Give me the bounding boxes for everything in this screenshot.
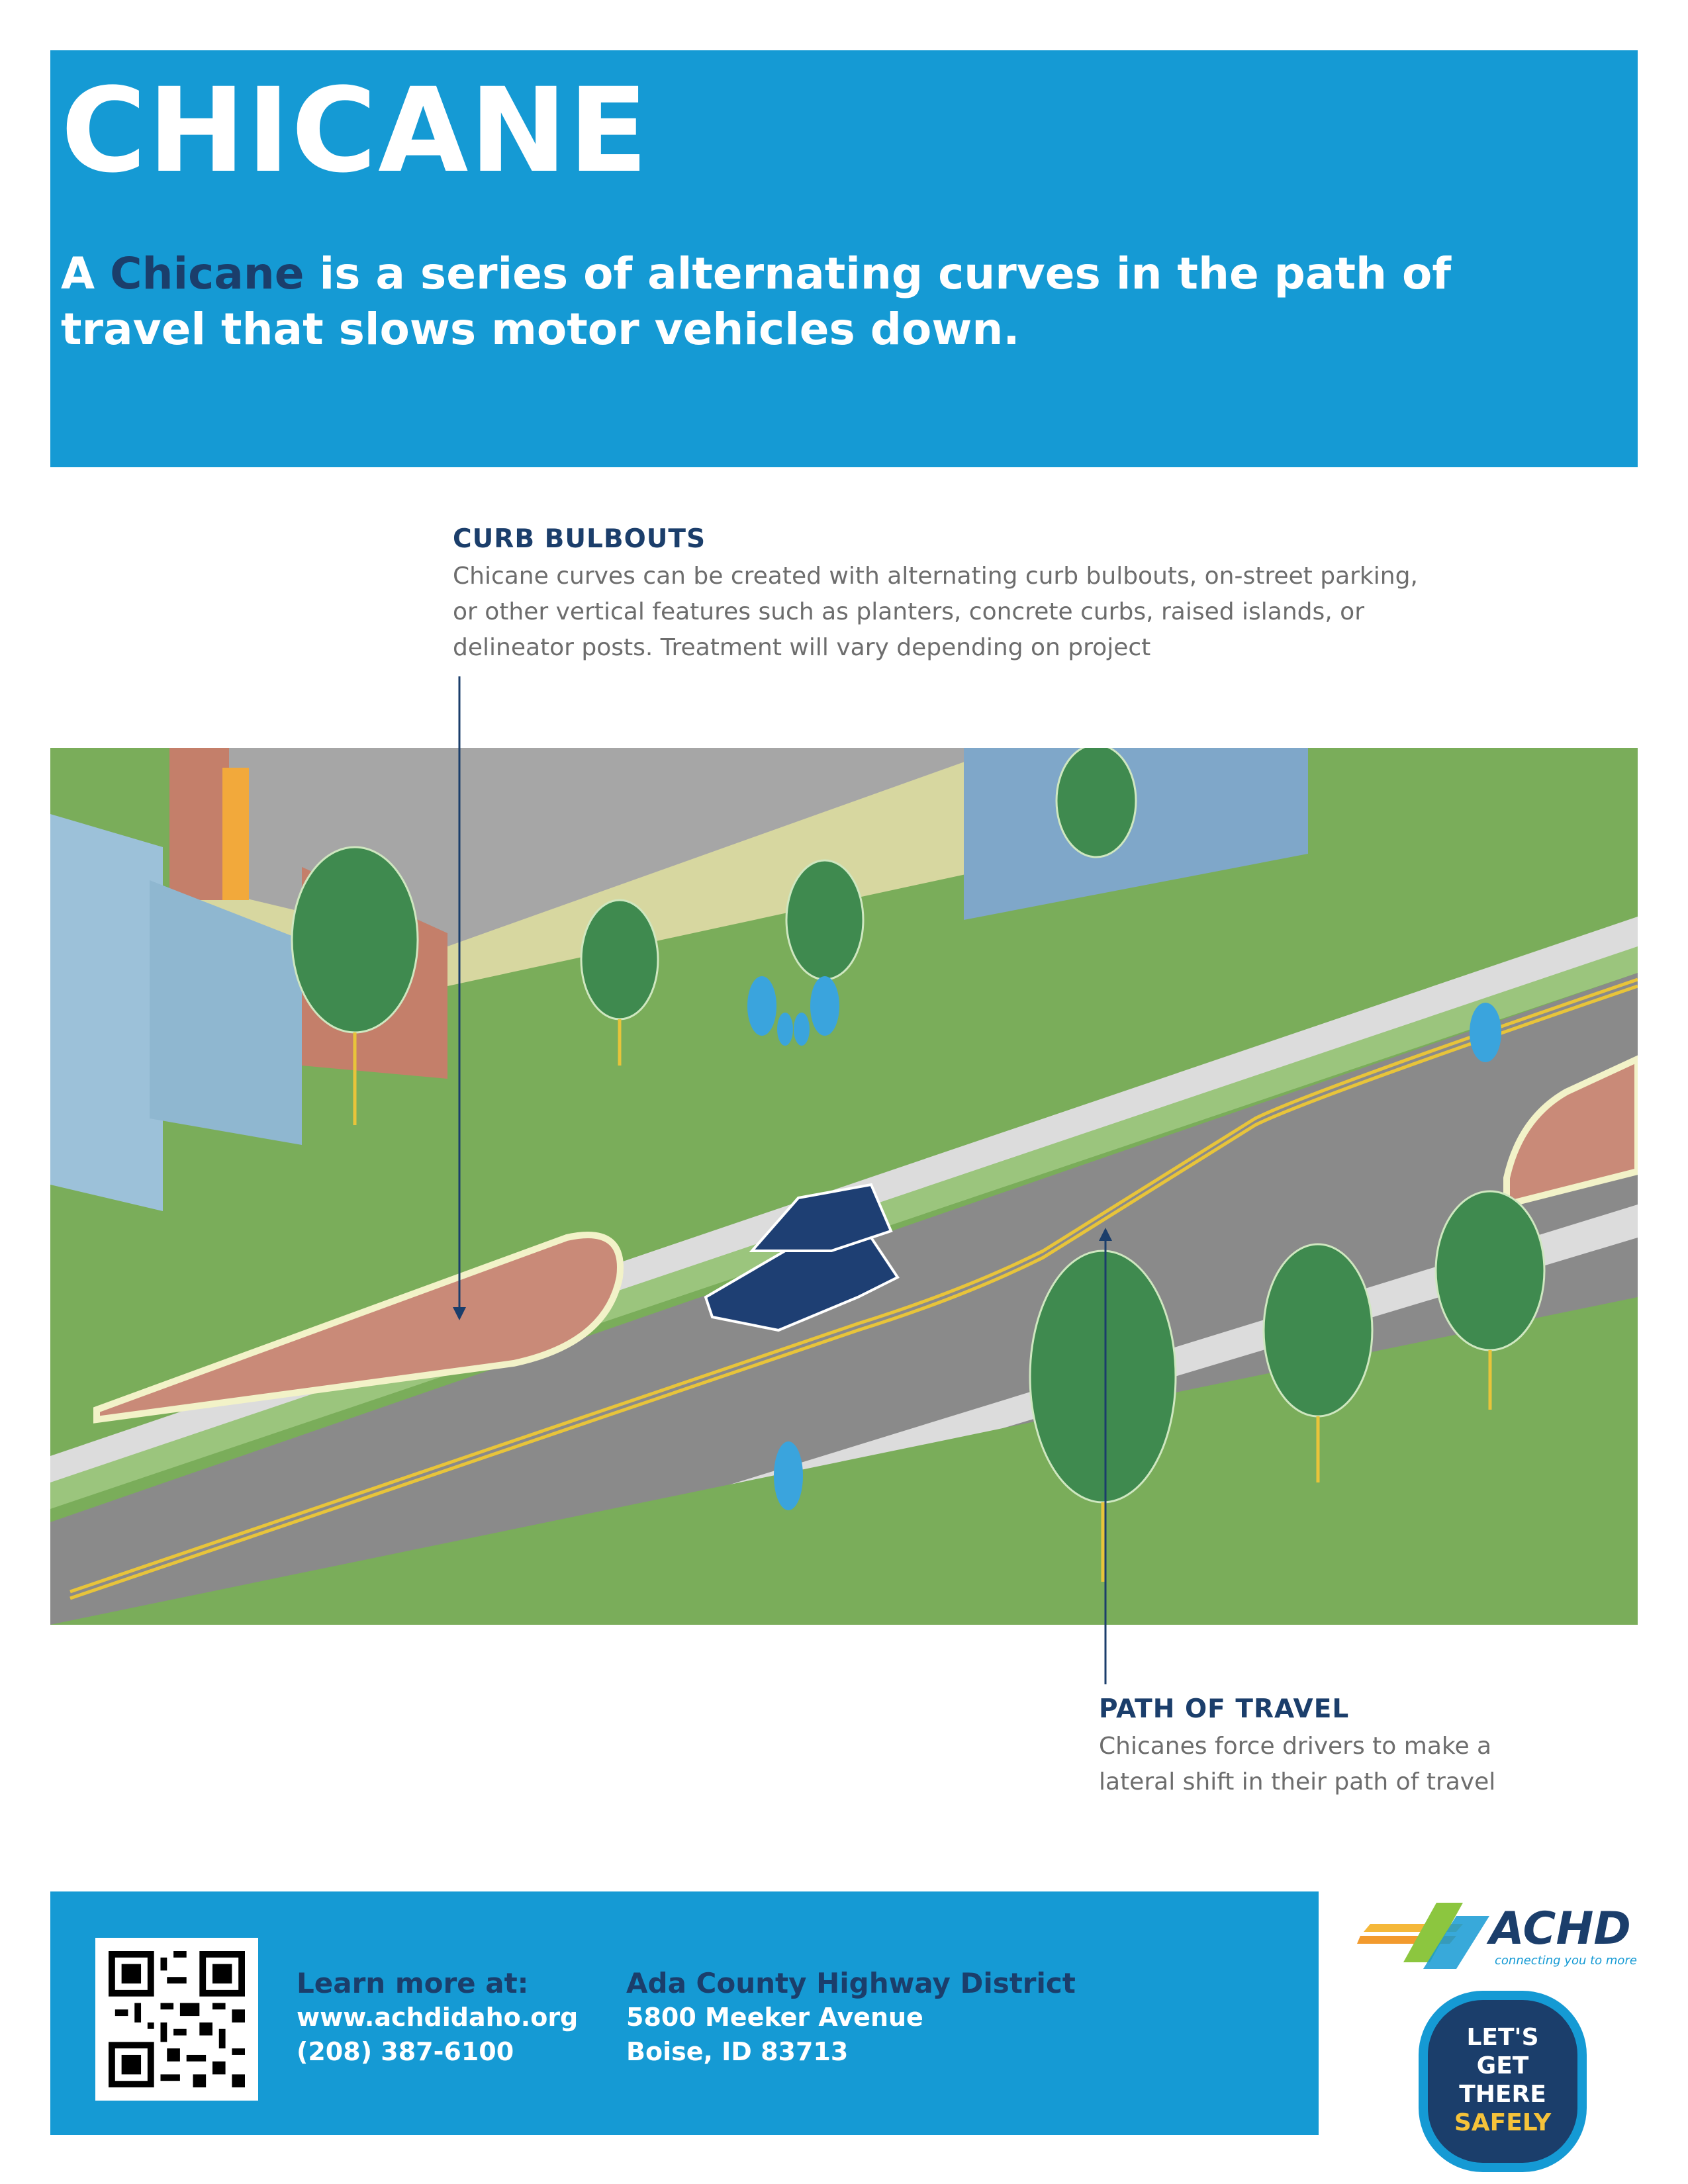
car (704, 1183, 900, 1332)
achd-logo-text: ACHD (1489, 1903, 1631, 1955)
path-of-travel-title: PATH OF TRAVEL (1099, 1694, 1350, 1724)
website-link[interactable]: www.achdidaho.org (297, 2003, 579, 2032)
badge-line-2: GET (1477, 2052, 1529, 2079)
curb-bulbouts-title: CURB BULBOUTS (453, 524, 706, 554)
badge-line-1: LET'S (1466, 2024, 1538, 2051)
house-right (964, 748, 1308, 920)
address-line-2: Boise, ID 83713 (626, 2037, 849, 2066)
subtitle-suffix: is a series of alternating curves in the… (61, 248, 1452, 355)
curb-bulbout-left (93, 1232, 624, 1424)
house-left (50, 814, 163, 1211)
curb-bulbout-right (1503, 1055, 1638, 1209)
achd-tagline: connecting you to more (1495, 1954, 1637, 1968)
subtitle-highlight: Chicane (110, 248, 305, 299)
path-of-travel-body: Chicanes force drivers to make a lateral… (1099, 1733, 1496, 1796)
curb-bulbouts-body: Chicane curves can be created with alter… (453, 563, 1418, 661)
badge-line-3: THERE (1459, 2081, 1546, 2108)
header-banner (50, 50, 1638, 467)
subtitle-prefix: A (61, 248, 111, 299)
qr-code-graphic (109, 1951, 245, 2087)
org-name: Ada County Highway District (626, 1967, 1076, 1999)
page-subtitle: A Chicane is a series of alternating cur… (61, 246, 1544, 357)
qr-code[interactable] (95, 1938, 258, 2101)
phone-number: (208) 387-6100 (297, 2037, 514, 2066)
badge-line-4: SAFELY (1454, 2109, 1552, 2136)
achd-logo (1357, 1903, 1489, 1969)
street-illustration (50, 748, 1638, 1625)
lets-get-there-safely-badge: LET'S GET THERE SAFELY (1419, 1991, 1587, 2172)
page-title: CHICANE (61, 63, 649, 199)
chimney (169, 748, 229, 900)
footer-banner (50, 1891, 1319, 2135)
tree (291, 748, 1546, 1504)
address-line-1: 5800 Meeker Avenue (626, 2003, 923, 2032)
learn-more-title: Learn more at: (297, 1967, 529, 1999)
pedestrians (747, 976, 1501, 1510)
